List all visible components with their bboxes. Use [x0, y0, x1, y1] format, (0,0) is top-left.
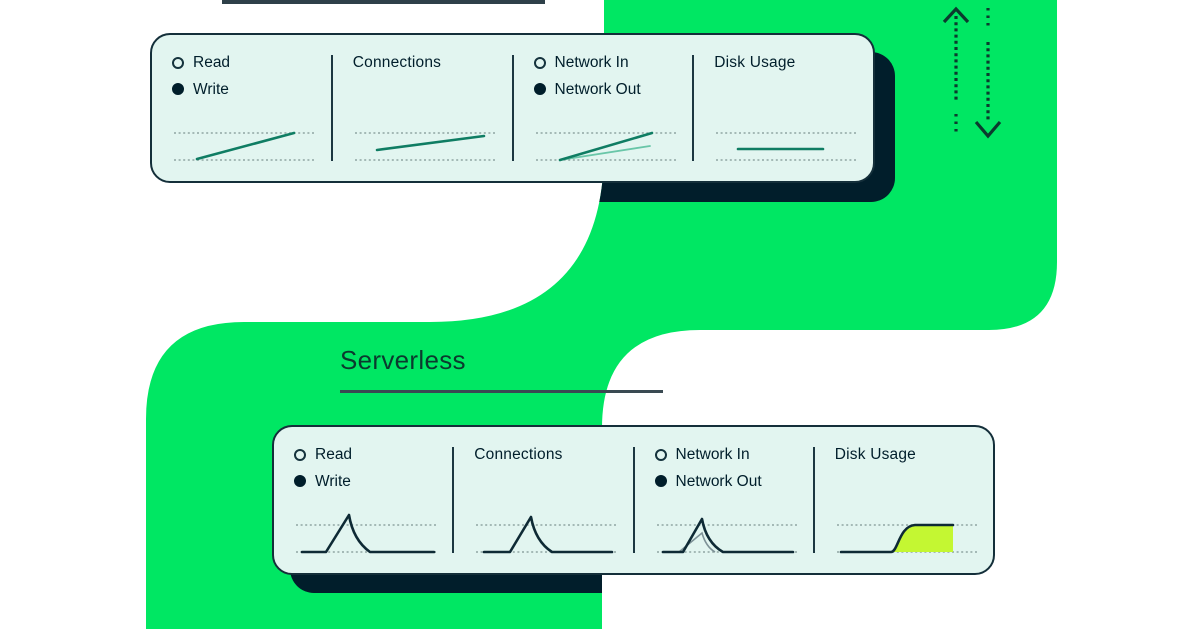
network-sparkline — [656, 517, 797, 554]
legend-row-write: Write — [294, 472, 434, 490]
legend-label: Read — [315, 446, 353, 463]
panel-divider — [511, 55, 514, 161]
legend-row-read: Read — [294, 447, 434, 463]
legend-label: Write — [315, 472, 351, 490]
disk-usage-fill — [890, 525, 953, 552]
legend-row-read: Read — [172, 55, 313, 71]
serverless-heading: Serverless — [340, 345, 466, 375]
legend-row-network-out: Network Out — [533, 80, 675, 98]
read-write-sparkline — [174, 131, 314, 161]
panel-title: Disk Usage — [714, 54, 796, 71]
dedicated-metrics-card: Read Write Connections Network In — [150, 33, 875, 183]
panel-title: Connections — [352, 54, 442, 71]
open-circle-icon — [294, 448, 306, 461]
legend-label: Write — [193, 80, 229, 98]
open-circle-icon — [172, 56, 184, 69]
panel-divider — [330, 55, 333, 161]
panel-disk-usage: Disk Usage — [694, 35, 873, 181]
legend-row-network-out: Network Out — [654, 472, 795, 490]
panel-divider — [692, 55, 695, 161]
network-legend: Network In Network Out — [654, 446, 795, 490]
legend-label: Network In — [675, 446, 750, 463]
panel-divider — [632, 447, 635, 553]
filled-circle-icon — [533, 83, 546, 96]
legend-label: Read — [193, 54, 231, 71]
panel-read-write: Read Write — [274, 427, 452, 573]
disk-usage-sparkline — [836, 523, 977, 554]
legend-row-network-in: Network In — [533, 54, 675, 71]
connections-sparkline — [354, 132, 495, 161]
dedicated-heading-underline — [222, 0, 545, 4]
scale-down-arrow-icon — [974, 8, 1002, 139]
filled-circle-icon — [654, 475, 667, 488]
legend-label: Network Out — [554, 80, 641, 98]
scale-up-arrow-icon — [942, 6, 970, 134]
panel-divider — [452, 447, 455, 553]
open-circle-icon — [654, 448, 667, 461]
legend-label: Network Out — [675, 472, 762, 490]
panel-network: Network In Network Out — [514, 35, 693, 181]
legend-label: Network In — [554, 54, 629, 71]
network-legend: Network In Network Out — [533, 54, 675, 98]
network-sparkline — [535, 131, 676, 162]
panel-disk-usage: Disk Usage — [815, 427, 993, 573]
panel-connections: Connections — [454, 427, 632, 573]
panel-title: Connections — [474, 446, 563, 463]
filled-circle-icon — [294, 475, 306, 488]
open-circle-icon — [533, 56, 546, 69]
connections-sparkline — [476, 515, 617, 554]
panel-network: Network In Network Out — [635, 427, 813, 573]
panel-connections: Connections — [333, 35, 512, 181]
panel-title: Disk Usage — [834, 446, 916, 463]
disk-usage-sparkline — [716, 132, 857, 161]
read-write-sparkline — [296, 513, 436, 554]
panel-read-write: Read Write — [152, 35, 331, 181]
serverless-metrics-card: Read Write Connections Network In — [272, 425, 995, 575]
read-write-legend: Read Write — [172, 55, 313, 97]
panel-divider — [812, 447, 815, 553]
filled-circle-icon — [172, 83, 184, 96]
serverless-heading-underline — [340, 390, 663, 393]
read-write-legend: Read Write — [294, 447, 434, 489]
legend-row-write: Write — [172, 80, 313, 98]
legend-row-network-in: Network In — [654, 446, 795, 463]
